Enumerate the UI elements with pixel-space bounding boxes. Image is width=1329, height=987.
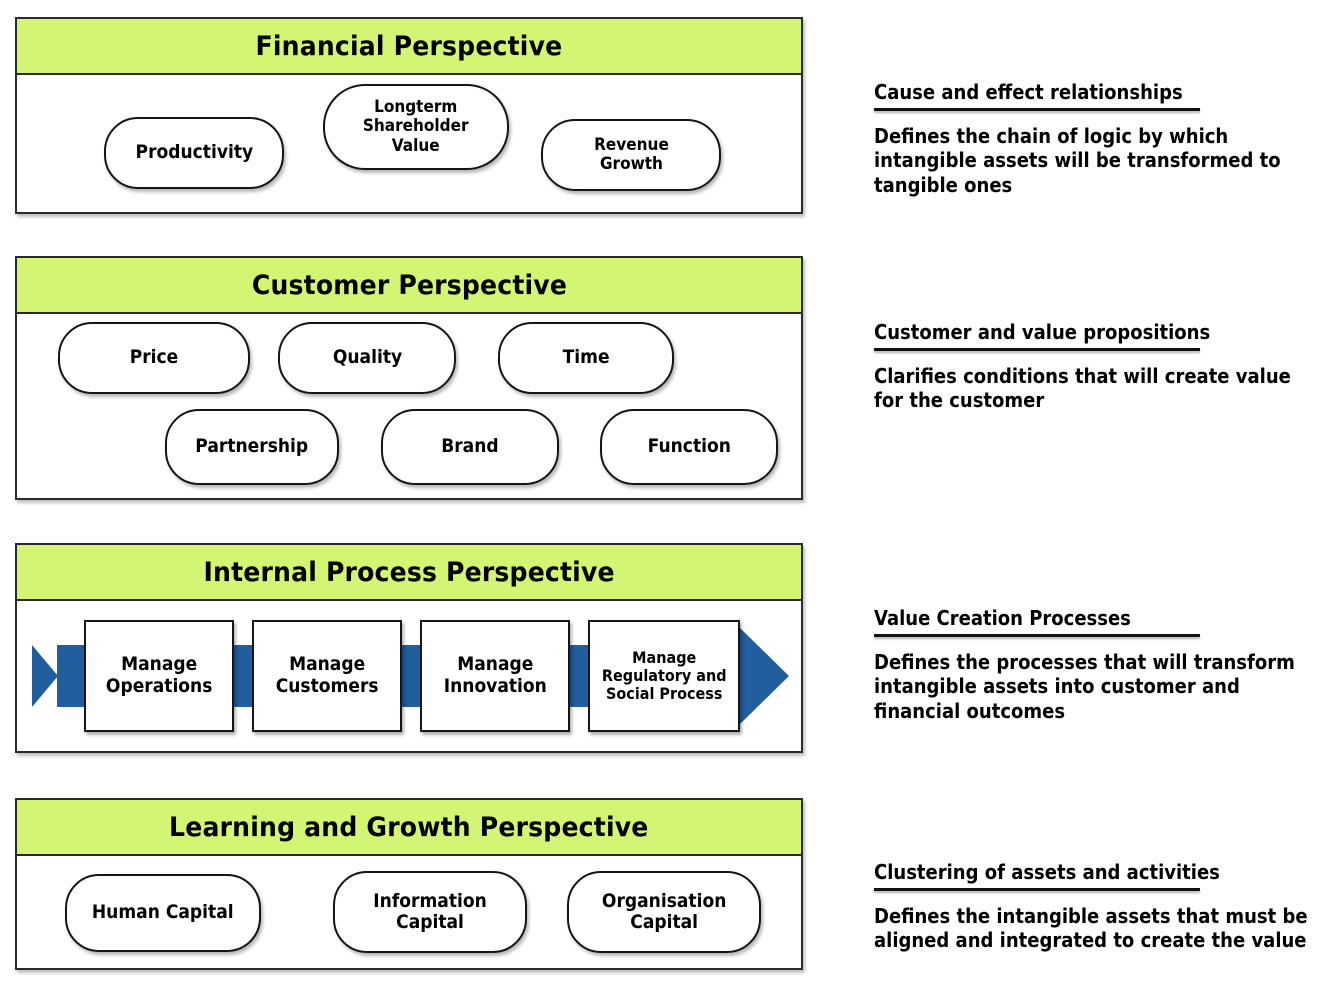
node-label: Function — [647, 435, 731, 458]
panel-body-learning-and-growth: Human Capital Information Capital Organi… — [17, 856, 801, 968]
node-label: Price — [129, 346, 179, 369]
panel-header-internal-process: Internal Process Perspective — [17, 545, 801, 601]
panel-body-customer: Price Quality Time Partnership Brand Fun… — [17, 314, 801, 498]
node-label: Brand — [441, 435, 499, 458]
panel-header-learning-and-growth: Learning and Growth Perspective — [17, 800, 801, 856]
panel-learning-and-growth: Learning and Growth Perspective Human Ca… — [15, 798, 803, 970]
node-label: Partnership — [195, 435, 309, 458]
process-box-manage-customers[interactable]: Manage Customers — [252, 620, 402, 732]
node-longterm-shareholder-value[interactable]: Longterm Shareholder Value — [323, 84, 509, 170]
note-title: Value Creation Processes — [874, 606, 1131, 630]
node-label: Information Capital — [373, 889, 487, 933]
panel-internal-process: Internal Process Perspective Manage Oper… — [15, 543, 803, 753]
node-label: Longterm Shareholder Value — [363, 97, 469, 156]
node-label: Time — [562, 346, 610, 369]
node-price[interactable]: Price — [58, 322, 250, 394]
node-label: Productivity — [135, 141, 253, 164]
note-cause-and-effect: Cause and effect relationships Defines t… — [874, 80, 1322, 197]
note-divider — [874, 888, 1200, 891]
panel-header-financial: Financial Perspective — [17, 19, 801, 75]
note-body: Defines the processes that will transfor… — [874, 650, 1295, 723]
node-information-capital[interactable]: Information Capital — [333, 871, 527, 953]
panel-body-internal-process: Manage Operations Manage Customers Manag… — [17, 601, 801, 751]
note-title: Customer and value propositions — [874, 320, 1211, 344]
node-human-capital[interactable]: Human Capital — [65, 874, 261, 952]
node-time[interactable]: Time — [498, 322, 674, 394]
process-label: Manage Customers — [275, 653, 379, 697]
note-customer-and-value-propositions: Customer and value propositions Clarifie… — [874, 320, 1322, 413]
node-revenue-growth[interactable]: Revenue Growth — [541, 119, 721, 191]
node-quality[interactable]: Quality — [278, 322, 456, 394]
node-label: Revenue Growth — [593, 134, 669, 174]
node-brand[interactable]: Brand — [381, 409, 559, 485]
process-box-manage-operations[interactable]: Manage Operations — [84, 620, 234, 732]
process-box-manage-regulatory-and-social-process[interactable]: Manage Regulatory and Social Process — [588, 620, 740, 732]
process-flow-arrowhead-icon — [739, 627, 789, 725]
process-label: Manage Regulatory and Social Process — [601, 647, 727, 704]
process-box-manage-innovation[interactable]: Manage Innovation — [420, 620, 570, 732]
note-divider — [874, 634, 1200, 637]
node-label: Quality — [332, 346, 402, 369]
panel-body-financial: Productivity Longterm Shareholder Value … — [17, 75, 801, 212]
node-function[interactable]: Function — [600, 409, 778, 485]
panel-financial: Financial Perspective Productivity Longt… — [15, 17, 803, 214]
note-body: Clarifies conditions that will create va… — [874, 364, 1291, 413]
panel-header-customer: Customer Perspective — [17, 258, 801, 314]
panel-title-financial: Financial Perspective — [255, 30, 563, 62]
note-divider — [874, 348, 1200, 351]
note-title: Cause and effect relationships — [874, 80, 1183, 104]
note-body: Defines the chain of logic by which inta… — [874, 124, 1281, 197]
node-partnership[interactable]: Partnership — [165, 409, 339, 485]
process-label: Manage Innovation — [443, 653, 547, 697]
panel-customer: Customer Perspective Price Quality Time … — [15, 256, 803, 500]
node-productivity[interactable]: Productivity — [104, 117, 284, 189]
node-label: Human Capital — [92, 901, 234, 924]
panel-title-learning-and-growth: Learning and Growth Perspective — [169, 811, 649, 843]
note-clustering-of-assets-and-activities: Clustering of assets and activities Defi… — [874, 860, 1322, 953]
note-value-creation-processes: Value Creation Processes Defines the pro… — [874, 606, 1322, 723]
note-title: Clustering of assets and activities — [874, 860, 1220, 884]
note-body: Defines the intangible assets that must … — [874, 904, 1308, 953]
panel-title-customer: Customer Perspective — [251, 269, 567, 301]
note-divider — [874, 108, 1200, 111]
panel-title-internal-process: Internal Process Perspective — [203, 556, 615, 588]
node-label: Organisation Capital — [601, 889, 727, 933]
node-organisation-capital[interactable]: Organisation Capital — [567, 871, 761, 953]
process-flow-tail-notch — [32, 645, 58, 707]
process-label: Manage Operations — [105, 653, 213, 697]
